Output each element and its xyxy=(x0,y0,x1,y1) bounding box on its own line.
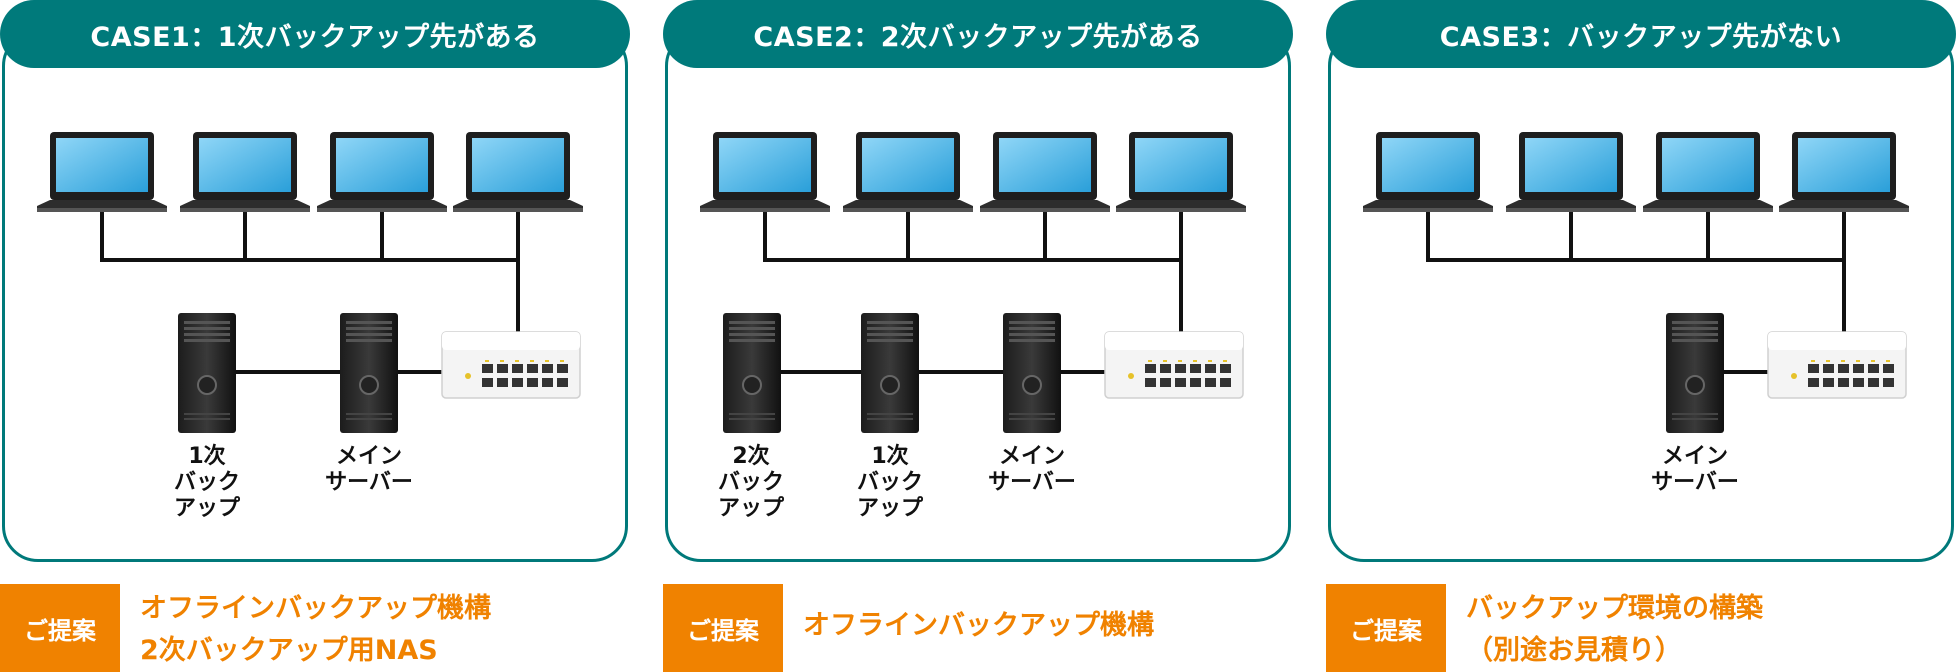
case-1: CASE1：1次バックアップ先がある 1次 バック アップ メイン サーバー ご… xyxy=(0,0,634,672)
laptop-icon xyxy=(37,132,167,212)
proposal-badge: ご提案 xyxy=(1326,584,1446,672)
wiring xyxy=(100,210,520,374)
tower-server-icon xyxy=(860,312,920,434)
laptop-icon xyxy=(1506,132,1636,212)
panel-frame xyxy=(665,30,1291,562)
network-diagram xyxy=(700,132,1246,434)
case-panel: CASE1：1次バックアップ先がある 1次 バック アップ メイン サーバー xyxy=(0,0,634,566)
laptop-icon xyxy=(980,132,1110,212)
tower-server-icon xyxy=(339,312,399,434)
network-switch-icon xyxy=(1104,331,1244,399)
laptop-icon xyxy=(1643,132,1773,212)
network-diagram xyxy=(37,132,583,434)
tower-server-icon xyxy=(722,312,782,434)
case-panel: CASE3：バックアップ先がない メイン サーバー xyxy=(1326,0,1960,566)
network-switch-icon xyxy=(1767,331,1907,399)
proposal-text: バックアップ環境の構築 （別途お見積り） xyxy=(1466,593,1763,666)
server-label: 1次 バック アップ xyxy=(856,444,923,521)
server-label: メイン サーバー xyxy=(325,444,413,495)
proposal-text: オフラインバックアップ機構 2次バックアップ用NAS xyxy=(140,593,491,666)
server-label: メイン サーバー xyxy=(1651,444,1739,495)
proposal-badge: ご提案 xyxy=(663,584,783,672)
case-title: CASE2：2次バックアップ先がある xyxy=(663,0,1293,68)
server-label: 1次 バック アップ xyxy=(173,444,240,521)
panel-frame xyxy=(2,30,628,562)
laptop-icon xyxy=(317,132,447,212)
laptop-icon xyxy=(453,132,583,212)
proposal-text: オフラインバックアップ機構 xyxy=(803,610,1154,641)
tower-server-icon xyxy=(177,312,237,434)
case-panel: CASE2：2次バックアップ先がある 2次 バック アップ 1次 バック アップ xyxy=(663,0,1297,566)
laptop-icon xyxy=(180,132,310,212)
proposal-badge: ご提案 xyxy=(0,584,120,672)
case-title: CASE1：1次バックアップ先がある xyxy=(0,0,630,68)
network-switch-icon xyxy=(441,331,581,399)
case-title: CASE3：バックアップ先がない xyxy=(1326,0,1956,68)
network-diagram xyxy=(1363,132,1909,434)
wiring xyxy=(1426,210,1846,374)
case-2: CASE2：2次バックアップ先がある 2次 バック アップ 1次 バック アップ xyxy=(663,0,1297,672)
wiring xyxy=(755,210,1183,374)
case-3: CASE3：バックアップ先がない メイン サーバー ご提案 バックアップ環境の構… xyxy=(1326,0,1960,672)
laptop-icon xyxy=(843,132,973,212)
laptop-icon xyxy=(700,132,830,212)
laptop-icon xyxy=(1363,132,1493,212)
server-label: 2次 バック アップ xyxy=(717,444,784,521)
laptop-icon xyxy=(1116,132,1246,212)
laptop-icon xyxy=(1779,132,1909,212)
tower-server-icon xyxy=(1002,312,1062,434)
server-label: メイン サーバー xyxy=(988,444,1076,495)
tower-server-icon xyxy=(1665,312,1725,434)
